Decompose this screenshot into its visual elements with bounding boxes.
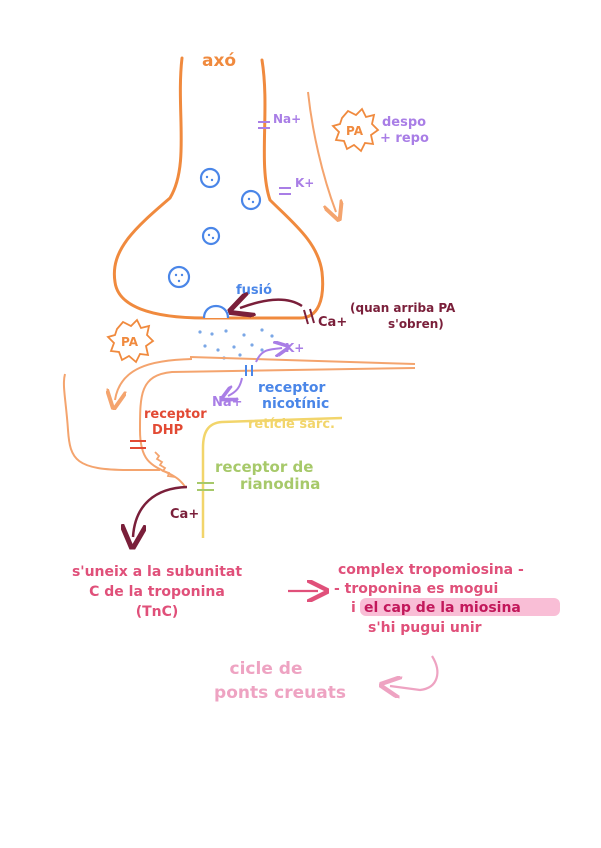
na-channel-icon <box>258 121 270 129</box>
pa-muscle-label: PA <box>121 335 139 349</box>
dhp-receptor-line1: receptor <box>144 407 207 422</box>
step2-line1: complex tropomiosina - <box>338 562 524 578</box>
dhp-coupling-squiggle <box>154 451 176 478</box>
nicotinic-receptor-line2: nicotínic <box>262 396 329 412</box>
myosin-head-highlight <box>360 598 560 616</box>
pa-axon-label: PA <box>346 124 364 138</box>
step-cross-bridge-cycle: cicle de ponts creuats <box>214 659 346 703</box>
k-out-arrow <box>255 348 282 363</box>
sarcolemma-inner <box>138 367 416 489</box>
step2-line3-prefix: i <box>351 600 356 616</box>
step1-line1: s'uneix a la subunitat <box>72 564 242 580</box>
fusing-vesicle <box>202 304 230 319</box>
step1-line3: (TnC) <box>136 604 179 620</box>
vesicle <box>201 226 221 246</box>
step2-line2: - troponina es mogui <box>334 581 498 597</box>
step2-line4: s'hi pugui unir <box>368 620 482 636</box>
action-potential-badge-axon: PA <box>331 107 380 153</box>
acetylcholine-dots <box>198 328 274 360</box>
axon-action-potential-line <box>307 91 336 212</box>
step-tropomyosin-shift: complex tropomiosina - - troponina es mo… <box>334 562 560 636</box>
ryanodine-receptor-line2: rianodina <box>240 475 320 493</box>
na-in-arrow <box>228 377 243 396</box>
step2-line3-highlight: el cap de la miosina <box>364 600 521 616</box>
ca-channel-label: Ca+ <box>318 315 347 330</box>
step1-line2: C de la troponina <box>89 584 225 600</box>
nicotinic-receptor-line1: receptor <box>258 380 326 396</box>
sarcolemma-outer <box>62 373 160 471</box>
despo-label-line1: despo <box>382 115 426 130</box>
fusion-label: fusió <box>236 283 272 298</box>
muscle-action-potential-line <box>115 358 193 400</box>
dhp-receptor-line2: DHP <box>152 423 183 438</box>
ca-note-line1: (quan arriba PA <box>350 301 456 315</box>
vesicle <box>167 265 191 289</box>
reticle-label: retícle sarc. <box>248 417 335 432</box>
step3-line1: cicle de <box>230 659 303 679</box>
k-channel-label: K+ <box>295 176 314 190</box>
ca-channel-icon <box>303 308 315 325</box>
nicotinic-receptor-icon <box>245 365 253 376</box>
axon-label: axó <box>202 51 236 71</box>
dhp-receptor-icon <box>130 440 146 449</box>
synaptic-vesicles <box>167 167 262 319</box>
step-troponin-binding: s'uneix a la subunitat C de la troponina… <box>72 564 242 620</box>
vesicle <box>199 167 221 189</box>
arrow-step2-to-step3 <box>390 655 439 690</box>
ryanodine-receptor-icon <box>197 482 214 491</box>
ca-note-line2: s'obren) <box>388 317 444 331</box>
vesicle <box>240 189 262 211</box>
axon-terminal-outline <box>112 56 325 320</box>
k-out-label: K+ <box>285 341 304 355</box>
despo-label-line2: + repo <box>380 131 429 146</box>
na-in-label: Na+ <box>212 395 243 410</box>
ca-entry-arrow <box>240 300 303 308</box>
ryanodine-receptor-line1: receptor de <box>215 458 313 476</box>
ca-release-arrow <box>133 485 188 537</box>
sarcolemma-top <box>189 356 416 365</box>
ca-release-label: Ca+ <box>170 507 199 522</box>
k-channel-icon <box>279 187 291 195</box>
na-channel-label: Na+ <box>273 112 301 126</box>
action-potential-badge-muscle: PA <box>106 318 155 364</box>
step3-line2: ponts creuats <box>214 683 346 703</box>
sarcoplasmic-reticulum <box>201 416 343 538</box>
